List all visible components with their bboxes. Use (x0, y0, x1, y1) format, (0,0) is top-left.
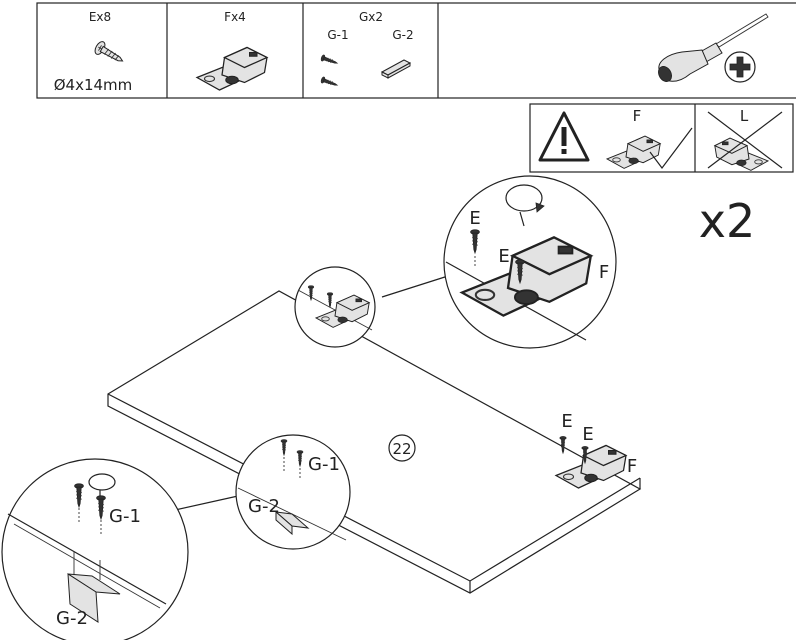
handle-large-zoom: G-1 G-2 (1, 458, 189, 640)
multiplier-label: x2 (699, 194, 756, 248)
screw-icon (94, 41, 124, 62)
part-e-cell: Ex8 Ø4x14mm (54, 10, 133, 94)
parts-table: Ex8 Ø4x14mm Fx4 Gx2 G-1 G-2 (36, 2, 796, 99)
step-number: 22 (392, 440, 411, 458)
phillips-screwdriver-icon (658, 13, 769, 83)
hinge-icon (196, 46, 268, 91)
panel-hinge-label: F (627, 456, 637, 477)
small-zoom-g2-label: G-2 (248, 496, 280, 517)
hinge-small-zoom (294, 266, 449, 348)
small-zoom-g1-label: G-1 (308, 454, 340, 475)
large-zoom-screw-label-1: E (469, 208, 480, 229)
handle-small-zoom: G-1 G-2 (165, 434, 351, 550)
hinge-large-zoom: E E F (443, 175, 617, 349)
part-g-cell: Gx2 G-1 G-2 (320, 10, 414, 89)
warning-triangle-icon (538, 111, 590, 162)
warning-box: F L (529, 103, 794, 173)
large-zoom-hinge-label: F (599, 262, 609, 283)
part-e-size: Ø4x14mm (54, 76, 133, 94)
large-zoom-g2-label: G-2 (56, 608, 88, 629)
part-f-cell: Fx4 (196, 10, 268, 91)
part-f-title: Fx4 (224, 10, 246, 24)
correct-hinge-label: F (633, 107, 642, 125)
rotate-arrow-icon (505, 184, 545, 227)
door-panel (107, 290, 642, 594)
cross-mark-icon (707, 111, 783, 169)
correct-hinge-icon (606, 135, 661, 169)
panel-screw-label-1: E (561, 411, 572, 432)
large-zoom-screw-label-2: E (498, 246, 509, 267)
check-mark-icon (649, 127, 693, 169)
part-g2-label: G-2 (392, 28, 413, 42)
panel-hinge-assembly: E E F (555, 411, 637, 489)
wrong-hinge-label: L (740, 107, 749, 125)
large-zoom-g1-label: G-1 (109, 506, 141, 527)
part-g1-label: G-1 (327, 28, 348, 42)
step-number-badge: 22 (388, 434, 416, 462)
part-e-title: Ex8 (89, 10, 111, 24)
g1-screw-icon (320, 54, 339, 89)
part-g-title: Gx2 (359, 10, 383, 24)
panel-screw-label-2: E (582, 424, 593, 445)
handle-icon (380, 59, 412, 79)
